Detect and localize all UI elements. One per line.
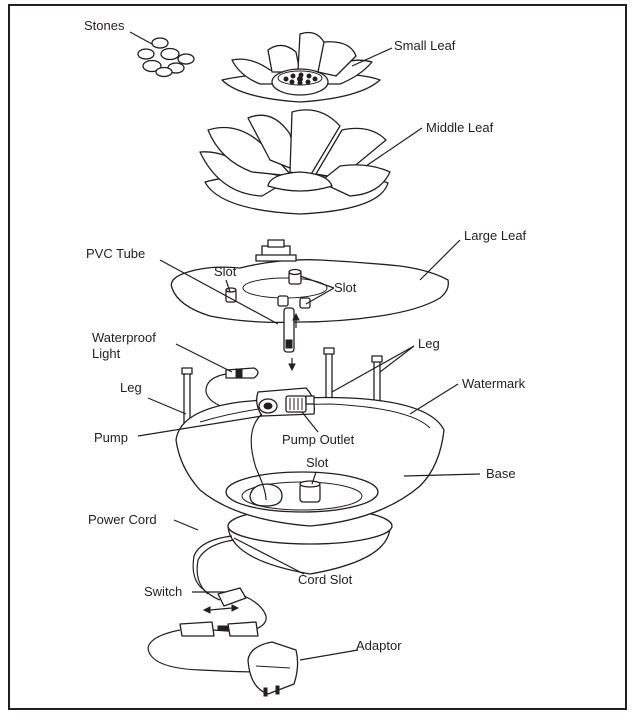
pump-illustration xyxy=(250,387,315,501)
small-leaf-illustration xyxy=(221,31,381,103)
leader-lines xyxy=(129,31,481,661)
watermark-label: Watermark xyxy=(462,376,526,391)
leg-label-right: Leg xyxy=(418,336,440,351)
slot-label-left: Slot xyxy=(214,264,237,279)
middle-leaf-label: Middle Leaf xyxy=(426,120,494,135)
assembly-arrows xyxy=(288,312,300,372)
base-label: Base xyxy=(486,466,516,481)
adaptor-label: Adaptor xyxy=(356,638,402,653)
waterproof-light-label-line2: Light xyxy=(92,346,121,361)
leg-label-left: Leg xyxy=(120,380,142,395)
switch-label: Switch xyxy=(144,584,183,599)
stones-label: Stones xyxy=(84,18,125,33)
power-cord-illustration xyxy=(147,535,267,673)
adaptor-illustration xyxy=(247,641,299,697)
slot-label-right: Slot xyxy=(334,280,357,295)
pump-label: Pump xyxy=(94,430,128,445)
pvc-tube-label: PVC Tube xyxy=(86,246,146,261)
power-cord-label: Power Cord xyxy=(88,512,157,527)
stones-illustration xyxy=(137,37,195,78)
pump-outlet-label: Pump Outlet xyxy=(282,432,355,447)
waterproof-light-label-line1: Waterproof xyxy=(92,330,156,345)
slot-label-base: Slot xyxy=(306,455,329,470)
cord-slot-label: Cord Slot xyxy=(298,572,353,587)
small-leaf-label: Small Leaf xyxy=(394,38,456,53)
large-leaf-illustration xyxy=(170,239,449,353)
base-illustration xyxy=(175,396,445,575)
middle-leaf-illustration xyxy=(199,109,391,215)
large-leaf-label: Large Leaf xyxy=(464,228,527,243)
